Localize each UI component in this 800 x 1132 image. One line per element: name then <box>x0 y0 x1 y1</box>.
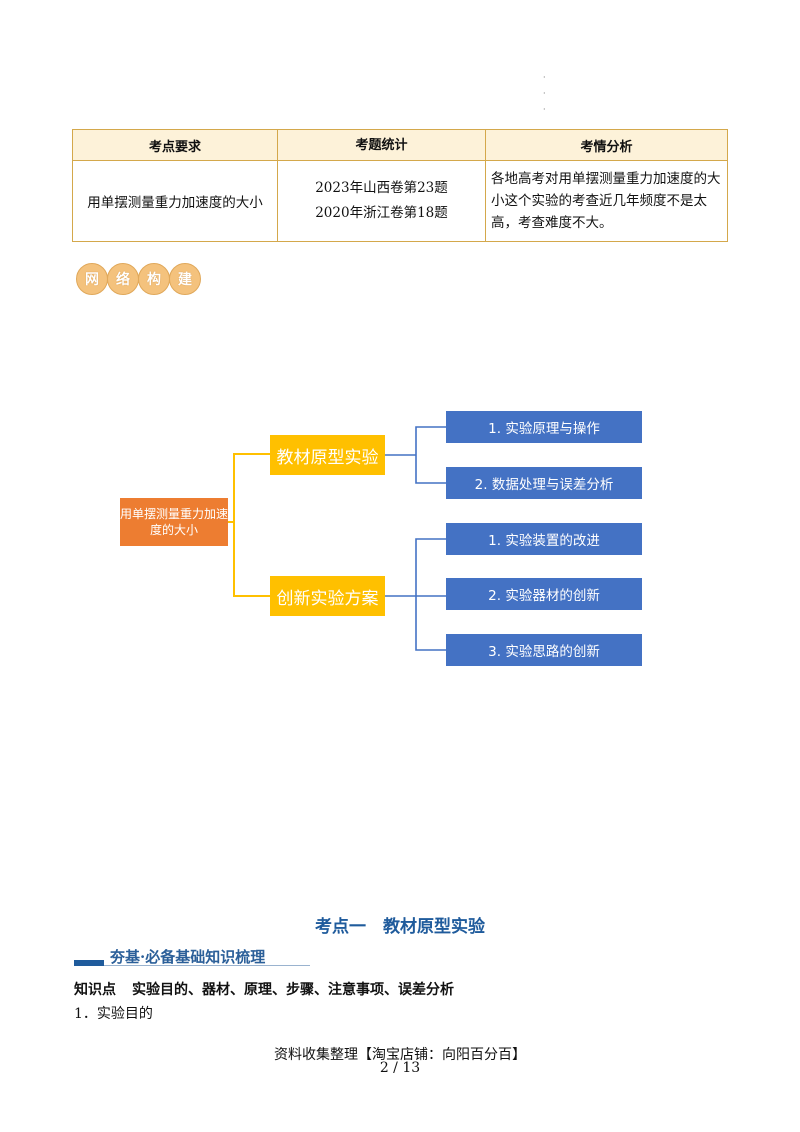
mindmap-leaf: 1. 实验原理与操作 <box>446 411 642 443</box>
network-build-badge: 网 络 构 建 <box>76 263 201 295</box>
knowledge-point-label: 知识点 <box>74 982 116 998</box>
mindmap-root: 用单摆测量重力加速度的大小 <box>120 498 228 546</box>
mindmap-leaf: 1. 实验装置的改进 <box>446 523 642 555</box>
requirement-cell: 用单摆测量重力加速度的大小 <box>72 160 278 242</box>
badge-char: 建 <box>169 263 201 295</box>
analysis-cell: 各地高考对用单摆测量重力加速度的大小这个实验的考查近几年频度不是太高，考查难度不… <box>485 160 728 242</box>
statistic-item: 2020年浙江卷第18题 <box>315 205 448 221</box>
header-requirement: 考点要求 <box>72 129 278 161</box>
statistics-cell: 2023年山西卷第23题 2020年浙江卷第18题 <box>277 160 486 242</box>
mindmap-branch-textbook: 教材原型实验 <box>270 435 385 475</box>
branch2-connector <box>385 538 446 651</box>
banner-underline <box>104 965 310 966</box>
mindmap-branch-innovation: 创新实验方案 <box>270 576 385 616</box>
page-number: 2 / 13 <box>379 1060 421 1076</box>
mindmap-leaf: 2. 实验器材的创新 <box>446 578 642 610</box>
mindmap-leaf: 2. 数据处理与误差分析 <box>446 467 642 499</box>
list-item: 1．实验目的 <box>74 1006 153 1022</box>
banner-bar <box>74 960 104 966</box>
section-title: 考点一 教材原型实验 <box>315 917 485 937</box>
table-row: 用单摆测量重力加速度的大小 2023年山西卷第23题 2020年浙江卷第18题 … <box>72 160 728 242</box>
statistic-item: 2023年山西卷第23题 <box>315 180 448 196</box>
exam-summary-table: 考点要求 考题统计 考情分析 用单摆测量重力加速度的大小 2023年山西卷第23… <box>72 129 728 242</box>
badge-char: 网 <box>76 263 108 295</box>
banner-text: 夯基·必备基础知识梳理 <box>110 948 266 966</box>
knowledge-point: 知识点实验目的、器材、原理、步骤、注意事项、误差分析 <box>74 979 454 999</box>
section-banner: 夯基·必备基础知识梳理 <box>74 946 310 968</box>
root-branch-connector <box>228 453 270 597</box>
knowledge-point-text: 实验目的、器材、原理、步骤、注意事项、误差分析 <box>132 982 454 998</box>
decorative-dots: ··· <box>543 73 546 114</box>
branch1-connector <box>385 426 446 484</box>
badge-char: 构 <box>138 263 170 295</box>
footer-source: 资料收集整理【淘宝店铺：向阳百分百】 <box>274 1047 526 1063</box>
mindmap-leaf: 3. 实验思路的创新 <box>446 634 642 666</box>
